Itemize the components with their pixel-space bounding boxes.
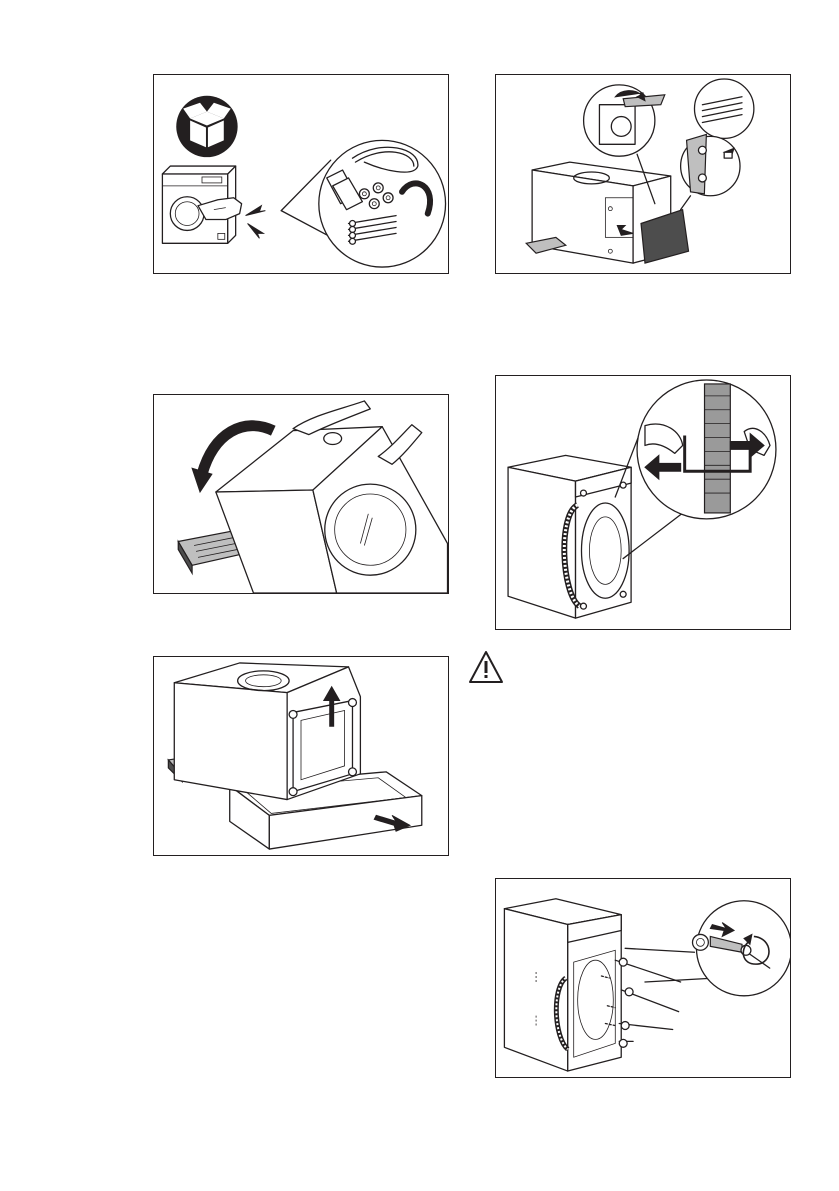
warning-triangle-icon <box>468 650 504 684</box>
washing-machine <box>504 899 621 1071</box>
figure-unpack-accessories <box>153 74 449 274</box>
accessories-callout <box>319 140 446 267</box>
washing-machine <box>174 663 360 800</box>
figure-tilt-appliance-back <box>153 394 449 594</box>
washing-machine <box>216 427 448 593</box>
open-box-icon <box>176 96 237 157</box>
washing-machine <box>508 455 631 618</box>
figure-remove-transit-bolts <box>495 878 791 1078</box>
figure-remove-polystyrene-base <box>153 656 449 856</box>
figure-hose-clip-release <box>495 375 791 630</box>
figure-remove-rear-panel <box>495 74 791 274</box>
